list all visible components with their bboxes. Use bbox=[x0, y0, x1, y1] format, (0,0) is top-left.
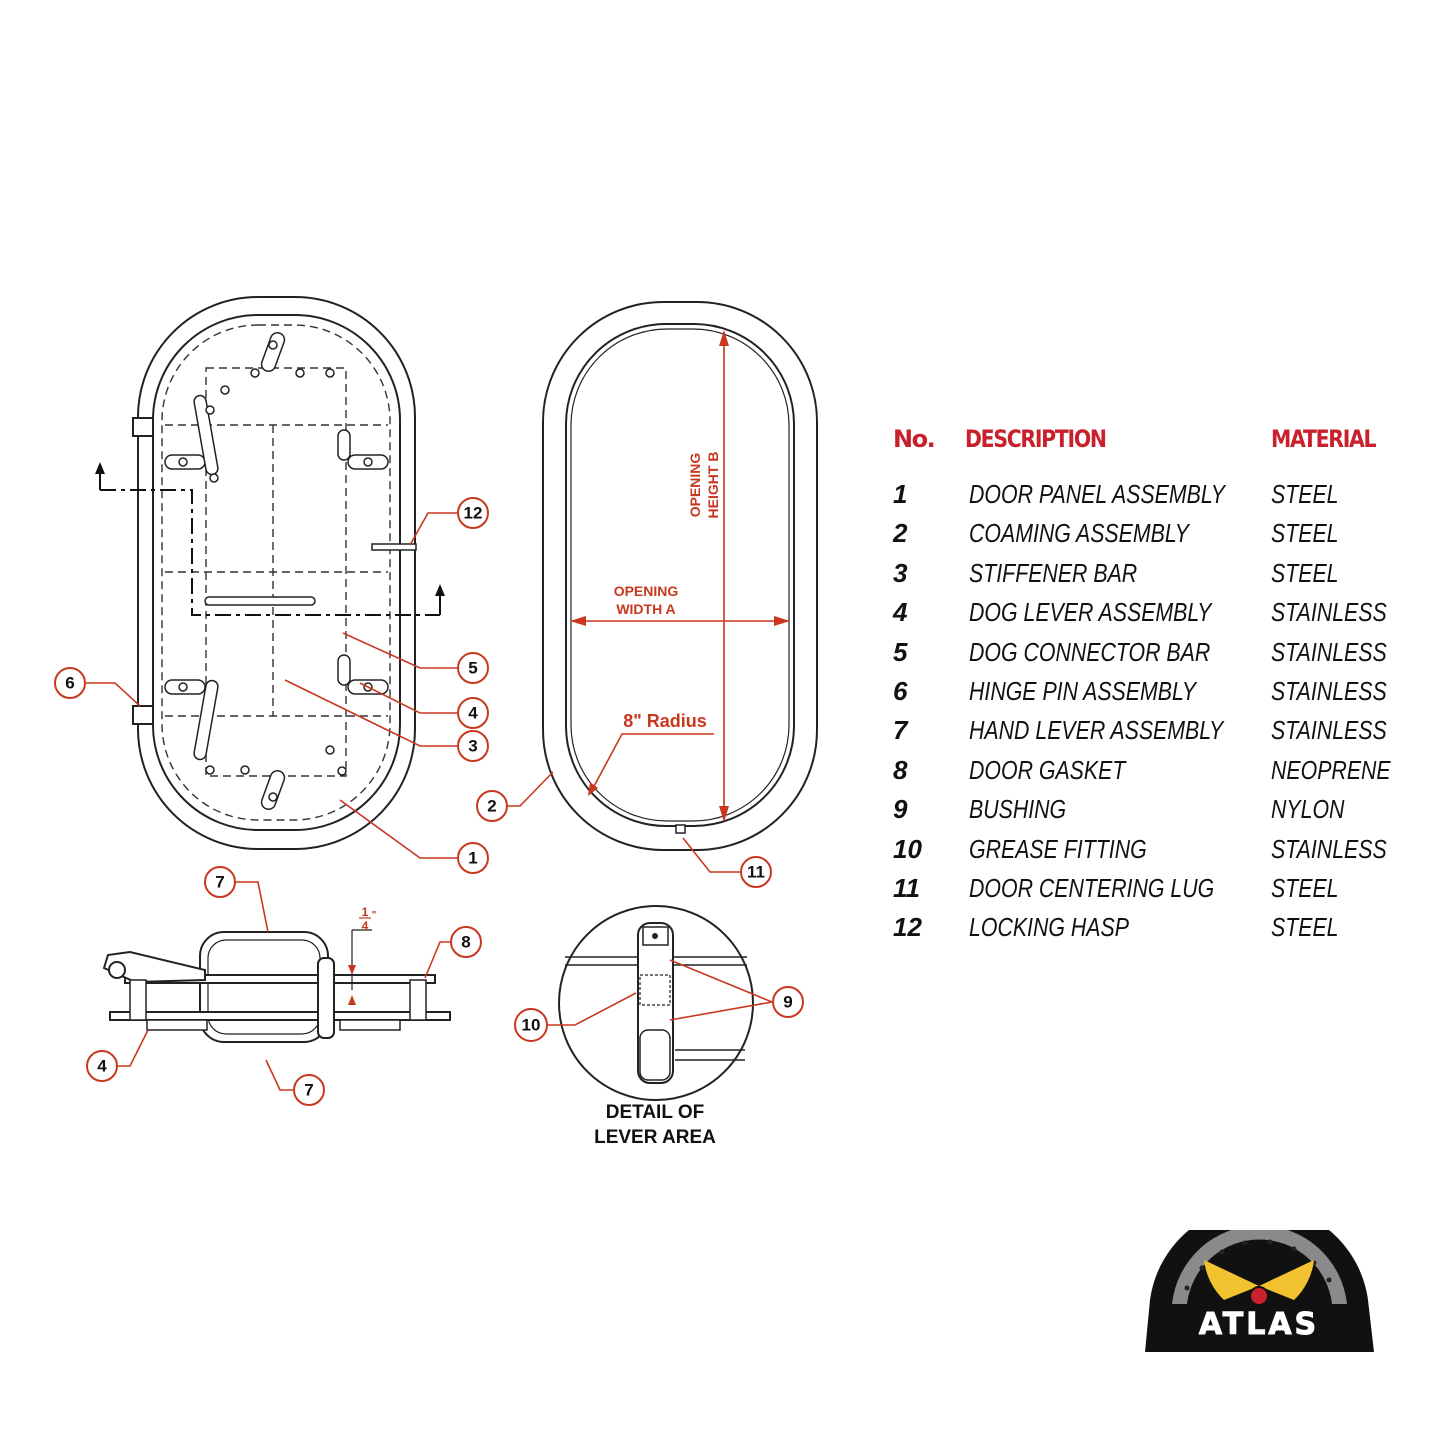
coaming-inner bbox=[565, 323, 795, 827]
svg-text:8: 8 bbox=[461, 933, 470, 952]
callout-1: 1 bbox=[457, 842, 489, 874]
callout-5: 5 bbox=[457, 652, 489, 684]
svg-text:9: 9 bbox=[783, 993, 792, 1012]
hinge-top bbox=[132, 417, 154, 437]
parts-table-header: No. DESCRIPTION MATERIAL bbox=[893, 425, 1393, 465]
svg-text:2: 2 bbox=[487, 797, 496, 816]
callout-4b: 4 bbox=[86, 1050, 118, 1082]
door-front-view bbox=[95, 296, 445, 850]
callout-7b: 7 bbox=[293, 1074, 325, 1106]
section-line bbox=[100, 489, 440, 616]
door-inner-frame bbox=[152, 314, 401, 831]
svg-text:6: 6 bbox=[65, 674, 74, 693]
svg-text:1: 1 bbox=[468, 849, 477, 868]
width-dim-line2: WIDTH A bbox=[616, 601, 675, 617]
gasket-fraction-num: 1 bbox=[362, 905, 369, 919]
callout-9: 9 bbox=[772, 986, 804, 1018]
centering-lug bbox=[675, 824, 686, 834]
coaming-view: OPENING WIDTH A OPENING HEIGHT B 8" Radi… bbox=[542, 301, 818, 851]
svg-text:7: 7 bbox=[215, 873, 224, 892]
lever-detail-view: DETAIL OF LEVER AREA bbox=[558, 905, 754, 1148]
header-no: No. bbox=[893, 425, 936, 453]
logo-brand: ATLAS bbox=[1199, 1307, 1319, 1342]
svg-text:11: 11 bbox=[747, 863, 765, 882]
svg-text:7: 7 bbox=[304, 1081, 313, 1100]
svg-text:5: 5 bbox=[468, 659, 477, 678]
svg-text:12: 12 bbox=[464, 504, 483, 523]
logo-tagline: SURVIVAL SHELTERS bbox=[1195, 1340, 1324, 1350]
coaming-outer bbox=[542, 301, 818, 851]
radius-label: 8" Radius bbox=[623, 711, 707, 731]
callout-4a: 4 bbox=[457, 697, 489, 729]
svg-text:4: 4 bbox=[468, 704, 478, 723]
width-dim-line1: OPENING bbox=[614, 583, 679, 599]
callout-10: 10 bbox=[514, 1008, 548, 1042]
callout-12: 12 bbox=[457, 497, 489, 529]
height-dim-line2: HEIGHT B bbox=[705, 452, 721, 519]
atlas-logo: ATLAS SURVIVAL SHELTERS bbox=[1145, 1230, 1374, 1352]
callout-8: 8 bbox=[450, 926, 482, 958]
callout-3: 3 bbox=[457, 730, 489, 762]
svg-text:4: 4 bbox=[97, 1057, 107, 1076]
detail-label-line2: LEVER AREA bbox=[594, 1127, 716, 1148]
height-dim-line1: OPENING bbox=[687, 453, 703, 518]
callout-7a: 7 bbox=[204, 866, 236, 898]
door-panel-section bbox=[124, 974, 436, 984]
gasket-fraction-den: 4 bbox=[362, 919, 369, 933]
hinge-bottom bbox=[132, 705, 154, 725]
dog-levers bbox=[164, 332, 389, 810]
callout-6: 6 bbox=[54, 667, 86, 699]
svg-text:3: 3 bbox=[468, 737, 477, 756]
svg-text:10: 10 bbox=[522, 1016, 541, 1035]
door-outer-frame bbox=[137, 296, 416, 850]
callout-leaders bbox=[86, 512, 773, 1091]
callout-11: 11 bbox=[740, 856, 772, 888]
door-gasket-outline bbox=[161, 324, 391, 821]
gasket-fraction-unit: " bbox=[372, 910, 377, 921]
header-description: DESCRIPTION bbox=[965, 425, 1107, 453]
door-section-view: 1 4 " bbox=[102, 905, 451, 1043]
detail-circle bbox=[558, 905, 754, 1101]
locking-hasp bbox=[371, 543, 417, 551]
header-material: MATERIAL bbox=[1271, 425, 1377, 453]
callout-2: 2 bbox=[476, 790, 508, 822]
hand-lever-frame bbox=[199, 931, 329, 1043]
callout-balloons: 1 2 3 4 5 12 6 11 7 8 4 7 10 9 bbox=[54, 497, 804, 1106]
detail-label-line1: DETAIL OF bbox=[606, 1102, 705, 1123]
